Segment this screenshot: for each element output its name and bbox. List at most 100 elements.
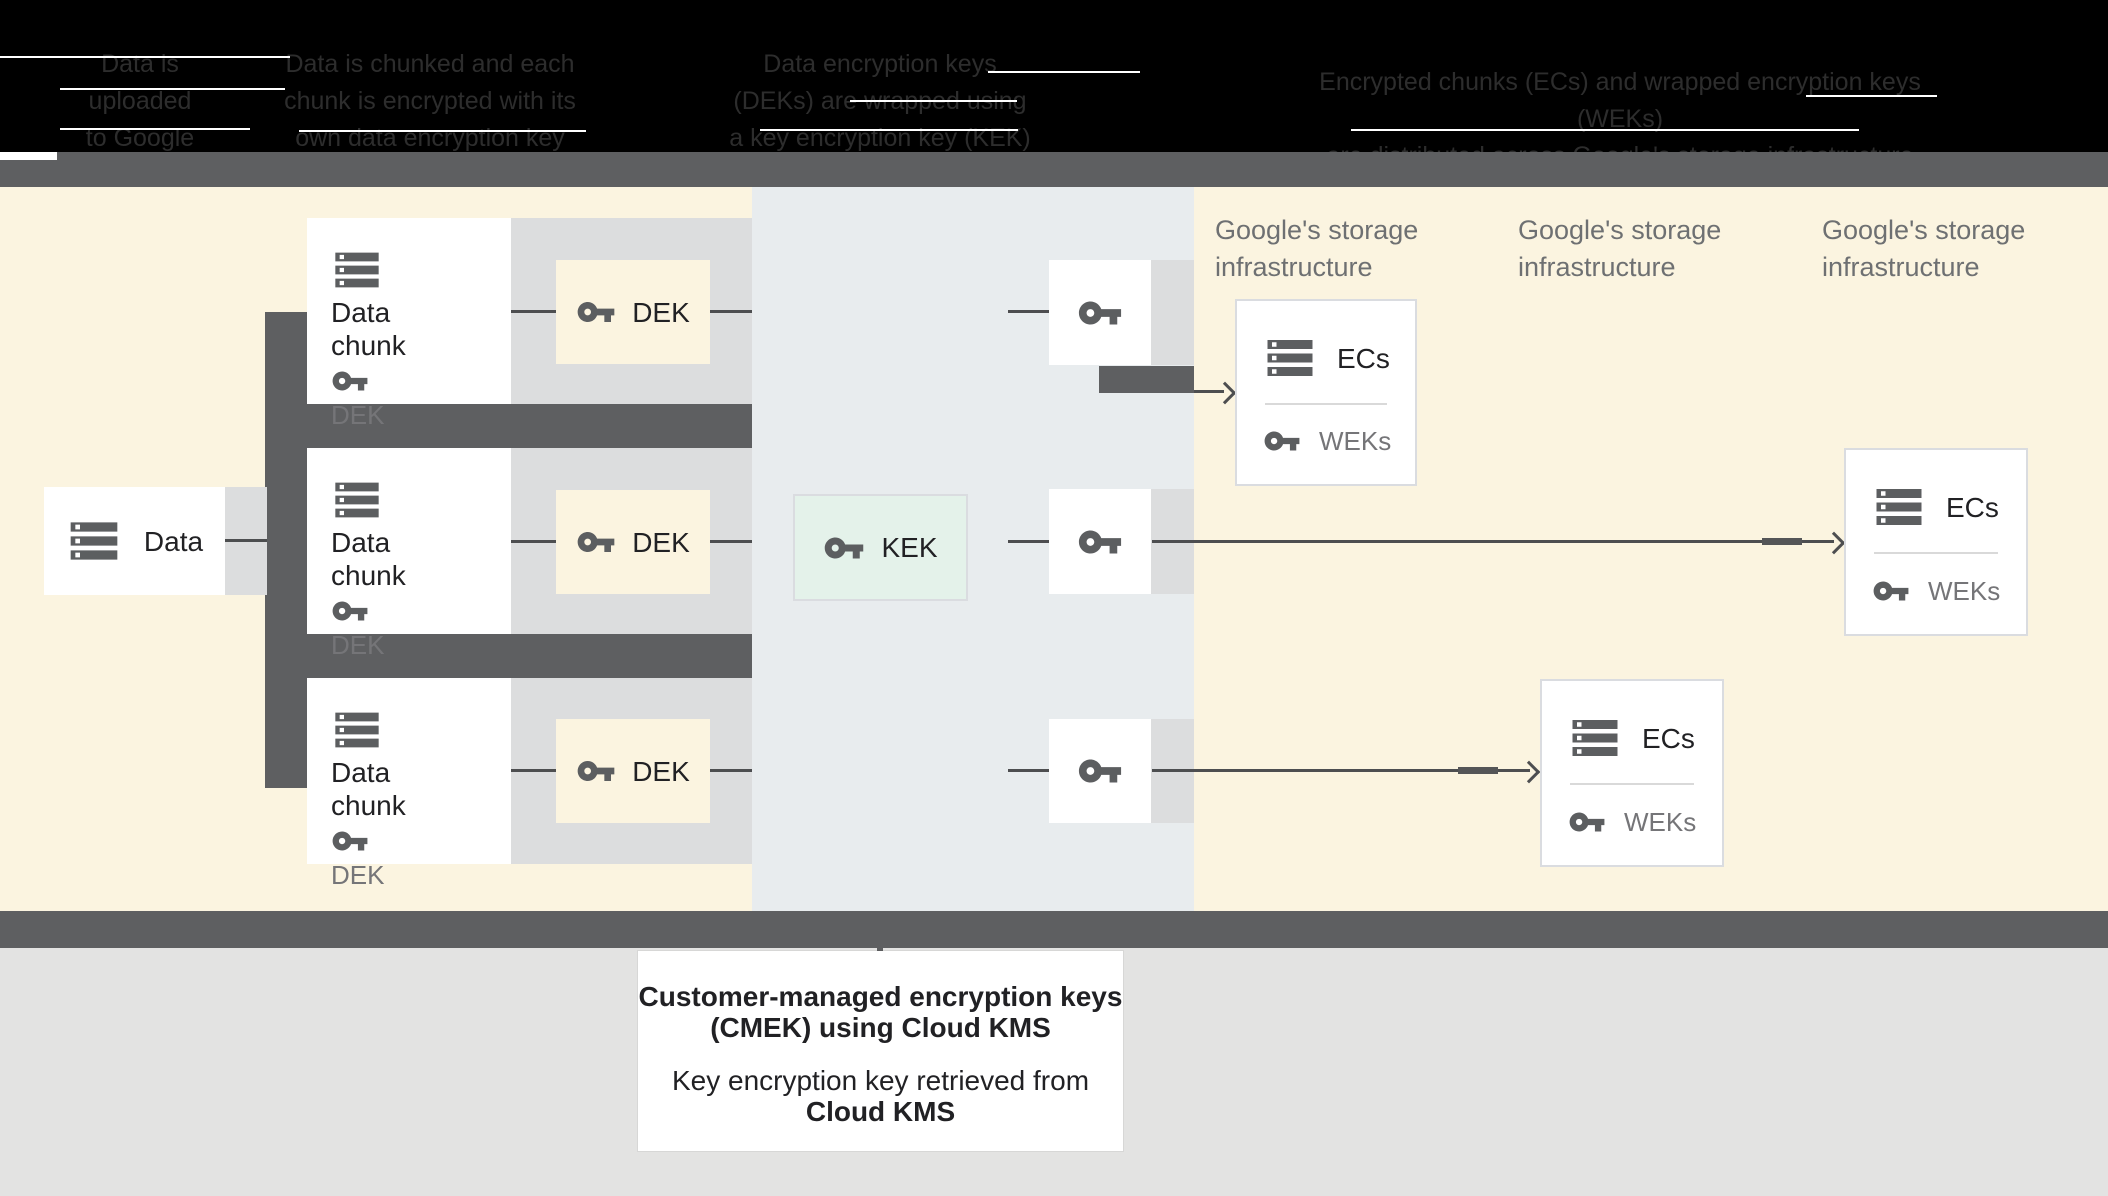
- ecs-label: ECs: [1946, 491, 1999, 523]
- key-icon: [332, 831, 368, 851]
- storage-icon: [1876, 489, 1922, 525]
- step-4-line: Encrypted chunks (ECs) and wrapped encry…: [1319, 68, 1921, 133]
- arrow-line: [1152, 540, 1834, 543]
- key-icon: [825, 537, 864, 558]
- chunk-dek-label: DEK: [331, 400, 385, 430]
- data-box: Data: [44, 487, 225, 595]
- arrow-head: [1213, 381, 1237, 405]
- connector-line: [511, 310, 556, 313]
- glitch-line: [760, 129, 1018, 131]
- glitch-line: [299, 130, 586, 132]
- ecs-box: ECs WEKs: [1540, 679, 1724, 867]
- key-icon: [1264, 431, 1300, 451]
- glitch-notch: [0, 152, 57, 160]
- step-header: Data is uploaded to Google Data is chunk…: [0, 0, 2108, 189]
- dek-box-label: DEK: [632, 296, 690, 328]
- arrow-head: [1517, 760, 1541, 784]
- key-icon: [1078, 759, 1122, 783]
- key-icon: [332, 371, 368, 391]
- split-bracket: [265, 312, 307, 788]
- connector-line: [710, 540, 752, 543]
- connector-line: [1008, 310, 1049, 313]
- weks-label: WEKs: [1928, 575, 2001, 606]
- chunk-dek-label: DEK: [331, 630, 385, 660]
- storage-infra-label: Google's storage infrastructure: [1215, 215, 1419, 282]
- arrow-line: [1194, 390, 1224, 393]
- connector-line: [225, 539, 267, 542]
- dek-box: DEK: [556, 260, 710, 364]
- ecs-box: ECs WEKs: [1235, 299, 1417, 486]
- arrow-line: [1152, 769, 1530, 772]
- chunk-dek-label: DEK: [331, 860, 385, 890]
- storage-icon: [1572, 720, 1618, 756]
- storage-infra-label: Google's storage infrastructure: [1822, 215, 2026, 282]
- connector-line: [1008, 769, 1049, 772]
- glitch-line: [1351, 129, 1859, 131]
- connector-line: [1008, 540, 1049, 543]
- key-icon: [1078, 530, 1122, 553]
- key-icon: [1569, 812, 1605, 832]
- ecs-box: ECs WEKs: [1844, 448, 2028, 636]
- key-icon: [577, 302, 615, 322]
- key-box-track: [1151, 260, 1194, 365]
- dark-connector-band: [265, 634, 752, 678]
- step-1-line: Data is: [101, 50, 179, 78]
- glitch-line: [60, 128, 250, 130]
- glitch-line: [60, 88, 285, 90]
- weks-label: WEKs: [1319, 425, 1392, 456]
- connector-line: [710, 310, 752, 313]
- step-1-line: uploaded: [88, 87, 192, 115]
- glitch-line: [1806, 95, 1937, 97]
- storage-icon: [70, 522, 118, 560]
- wrapped-key-box: [1049, 719, 1151, 823]
- glitch-line: [988, 71, 1140, 73]
- callout-body: Key encryption key retrieved from Cloud …: [671, 1065, 1090, 1127]
- connector-line: [511, 769, 556, 772]
- step-3-text: Data encryption keys (DEKs) are wrapped …: [710, 46, 1050, 157]
- step-3-line: Data encryption keys: [763, 50, 997, 78]
- connector-line: [710, 769, 752, 772]
- callout-tick: [877, 948, 883, 952]
- data-box-label: Data: [143, 525, 204, 557]
- step-1-text: Data is uploaded to Google: [20, 46, 260, 157]
- ecs-label: ECs: [1642, 722, 1695, 754]
- dek-box: DEK: [556, 719, 710, 823]
- bottom-gray-bar: [0, 911, 2108, 948]
- arrow-head: [1822, 531, 1846, 555]
- arrow-thick-dash: [1458, 767, 1498, 774]
- connector-line: [511, 540, 556, 543]
- key-icon: [577, 761, 615, 781]
- key-icon: [1873, 581, 1909, 601]
- step-3-line: a key encryption key (KEK): [729, 124, 1031, 152]
- storage-infra-label: Google's storage infrastructure: [1518, 215, 1722, 282]
- dek-box: DEK: [556, 490, 710, 594]
- key-icon: [332, 601, 368, 621]
- box-divider: [1570, 783, 1694, 785]
- weks-label: WEKs: [1624, 806, 1697, 837]
- dark-connector-band: [265, 404, 752, 448]
- storage-icon: [335, 712, 379, 748]
- storage-icon: [335, 482, 379, 518]
- storage-icon: [335, 252, 379, 288]
- top-gray-bar: [0, 152, 2108, 187]
- wrapped-key-box: [1049, 260, 1151, 365]
- wrapped-key-box: [1049, 489, 1151, 594]
- arrow-thick-dash: [1762, 538, 1802, 545]
- callout-title: Customer-managed encryption keys (CMEK) …: [638, 981, 1123, 1043]
- box-divider: [1265, 402, 1387, 405]
- cmek-callout: Customer-managed encryption keys (CMEK) …: [638, 951, 1123, 1151]
- dek-box-label: DEK: [632, 755, 690, 787]
- step-2-line: Data is chunked and each: [285, 50, 575, 78]
- ecs-label: ECs: [1337, 342, 1390, 374]
- key-icon: [1078, 301, 1122, 324]
- box-divider: [1874, 552, 1998, 554]
- step-2-line: chunk is encrypted with its: [284, 87, 576, 115]
- glitch-line: [0, 56, 290, 58]
